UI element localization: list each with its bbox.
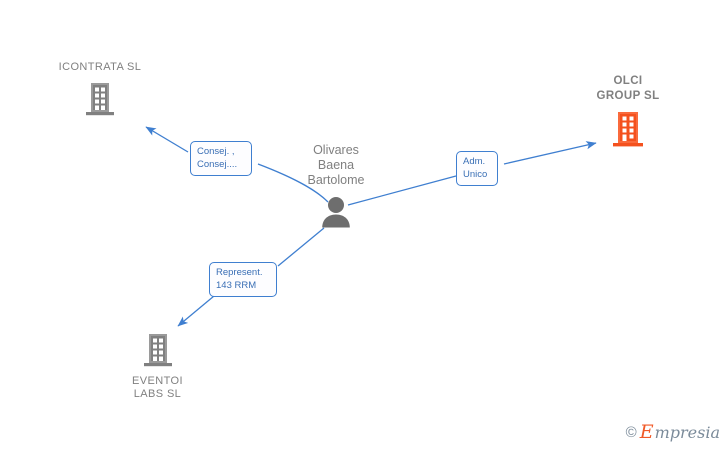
node-eventoi-labs-label: EVENTOI LABS SL xyxy=(132,375,183,400)
edge-person-to-icontrata xyxy=(145,126,329,203)
node-olci-group-label: OLCI GROUP SL xyxy=(596,75,660,102)
person-icon xyxy=(322,197,350,228)
node-person-olivares-baena-bartolome[interactable]: Olivares Baena Bartolome xyxy=(276,143,396,228)
edge-person-to-olci xyxy=(347,141,597,206)
node-icontrata-label: ICONTRATA SL xyxy=(58,61,142,73)
node-olci-group[interactable]: OLCI GROUP SL xyxy=(573,74,683,147)
building-icon xyxy=(143,334,172,367)
node-icontrata[interactable]: ICONTRATA SL xyxy=(40,61,160,116)
building-icon xyxy=(86,83,114,116)
node-eventoi-labs[interactable]: EVENTOI LABS SL xyxy=(110,333,205,401)
edge-label-representante[interactable]: Represent. 143 RRM xyxy=(209,262,277,297)
building-icon xyxy=(613,112,643,147)
node-person-label: Olivares Baena Bartolome xyxy=(307,143,365,187)
brand-name: mpresia xyxy=(654,422,720,442)
brand-initial: E xyxy=(639,421,654,443)
edge-label-consejero[interactable]: Consej. , Consej.... xyxy=(190,141,252,176)
edge-label-adm-unico[interactable]: Adm. Unico xyxy=(456,151,498,186)
empresia-watermark: © E mpresia xyxy=(626,423,720,442)
edge-person-to-eventoi xyxy=(177,227,325,327)
copyright-icon: © xyxy=(625,424,637,441)
